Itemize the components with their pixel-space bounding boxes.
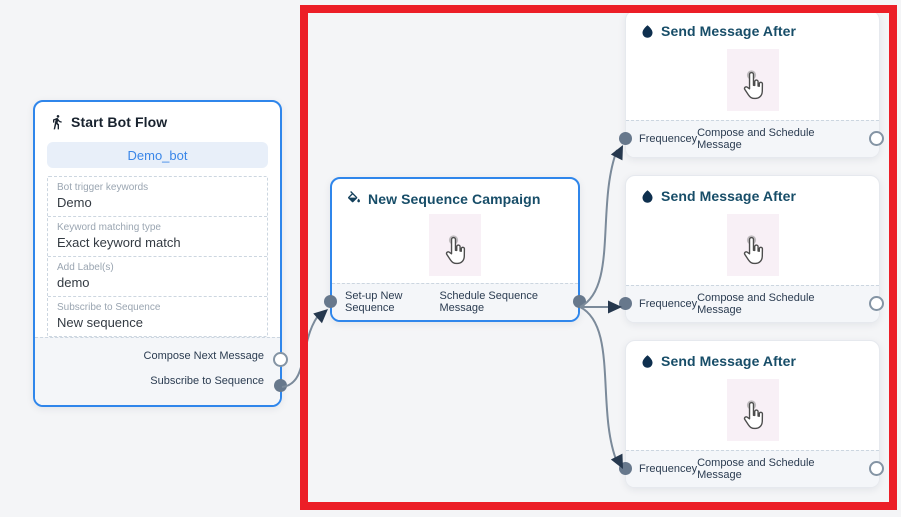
edge-start-to-campaign: [281, 311, 322, 388]
node-title: Send Message After: [661, 188, 797, 204]
field-label: Keyword matching type: [57, 222, 161, 234]
hand-cursor-icon[interactable]: [429, 214, 481, 276]
input-port-frequency[interactable]: [619, 462, 632, 475]
campaign-node-header: New Sequence Campaign: [332, 179, 578, 207]
output-label: Compose Next Message: [143, 349, 264, 362]
field-subscribe-to-sequence[interactable]: Subscribe to Sequence New sequence: [48, 296, 267, 336]
send-preview-area: [626, 369, 879, 450]
campaign-node-footer: Set-up New Sequence Schedule Sequence Me…: [324, 283, 586, 320]
edge-campaign-to-send1: [579, 149, 618, 308]
output-label: Compose and Schedule Message: [697, 457, 815, 481]
send-node-header: Send Message After: [626, 341, 879, 369]
node-start-bot-flow[interactable]: Start Bot Flow Demo_bot Bot trigger keyw…: [33, 100, 288, 407]
hand-cursor-icon[interactable]: [726, 213, 779, 276]
output-port-schedule-sequence-message[interactable]: [573, 295, 586, 308]
field-value: Exact keyword match: [57, 235, 181, 251]
output-label: Schedule Sequence Message: [439, 290, 538, 314]
campaign-preview-area: [332, 207, 578, 283]
input-label: Set-up New Sequence: [345, 290, 403, 314]
field-label: Add Label(s): [57, 262, 114, 274]
send-node-footer: Frequencey Compose and Schedule Message: [619, 450, 884, 487]
output-port-compose-schedule[interactable]: [869, 131, 884, 146]
start-node-header: Start Bot Flow: [35, 102, 280, 130]
input-label: Frequencey: [639, 298, 698, 310]
node-send-message-after-1[interactable]: Send Message After Frequencey Compose an…: [619, 10, 884, 158]
node-title: Send Message After: [661, 353, 797, 369]
input-label: Frequencey: [639, 133, 698, 145]
field-label: Bot trigger keywords: [57, 182, 149, 194]
hand-cursor-icon[interactable]: [726, 378, 779, 441]
water-droplet-icon: [640, 24, 655, 39]
output-label: Compose and Schedule Message: [697, 292, 815, 316]
output-port-compose-schedule[interactable]: [869, 296, 884, 311]
output-port-compose-next-message[interactable]: [273, 352, 288, 368]
walking-person-icon: [49, 114, 65, 130]
output-row-subscribe-to-sequence: Subscribe to Sequence: [35, 368, 287, 393]
input-port-setup-new-sequence[interactable]: [324, 295, 337, 308]
output-port-compose-schedule[interactable]: [869, 461, 884, 476]
output-row-compose-next-message: Compose Next Message: [35, 343, 288, 368]
node-title: Send Message After: [661, 23, 797, 39]
edge-campaign-to-send3: [579, 306, 618, 463]
output-label: Compose and Schedule Message: [697, 127, 815, 151]
send-preview-area: [626, 39, 879, 120]
water-droplet-icon: [640, 189, 655, 204]
field-value: demo: [57, 275, 90, 291]
input-label: Frequencey: [639, 463, 698, 475]
field-label: Subscribe to Sequence: [57, 302, 161, 314]
node-new-sequence-campaign[interactable]: New Sequence Campaign Set-up New Sequenc…: [324, 177, 586, 322]
field-value: New sequence: [57, 315, 143, 331]
input-port-frequency[interactable]: [619, 297, 632, 310]
node-title: Start Bot Flow: [71, 114, 168, 130]
send-preview-area: [626, 204, 879, 285]
output-port-subscribe-to-sequence[interactable]: [274, 379, 287, 393]
send-node-footer: Frequencey Compose and Schedule Message: [619, 120, 884, 157]
field-keyword-matching-type[interactable]: Keyword matching type Exact keyword matc…: [48, 216, 267, 256]
bot-config-fields: Bot trigger keywords Demo Keyword matchi…: [47, 176, 268, 338]
field-bot-trigger-keywords[interactable]: Bot trigger keywords Demo: [48, 177, 267, 216]
field-add-labels[interactable]: Add Label(s) demo: [48, 256, 267, 296]
send-node-header: Send Message After: [626, 176, 879, 204]
node-send-message-after-3[interactable]: Send Message After Frequencey Compose an…: [619, 340, 884, 488]
start-node-footer: Compose Next Message Subscribe to Sequen…: [35, 337, 288, 405]
hand-cursor-icon[interactable]: [726, 48, 779, 111]
node-title: New Sequence Campaign: [368, 191, 541, 207]
bot-name-button[interactable]: Demo_bot: [47, 142, 268, 169]
send-node-header: Send Message After: [626, 11, 879, 39]
output-label: Subscribe to Sequence: [150, 374, 264, 387]
water-droplet-icon: [640, 354, 655, 369]
paint-bucket-icon: [346, 191, 362, 207]
field-value: Demo: [57, 195, 92, 211]
node-send-message-after-2[interactable]: Send Message After Frequencey Compose an…: [619, 175, 884, 323]
input-port-frequency[interactable]: [619, 132, 632, 145]
send-node-footer: Frequencey Compose and Schedule Message: [619, 285, 884, 322]
